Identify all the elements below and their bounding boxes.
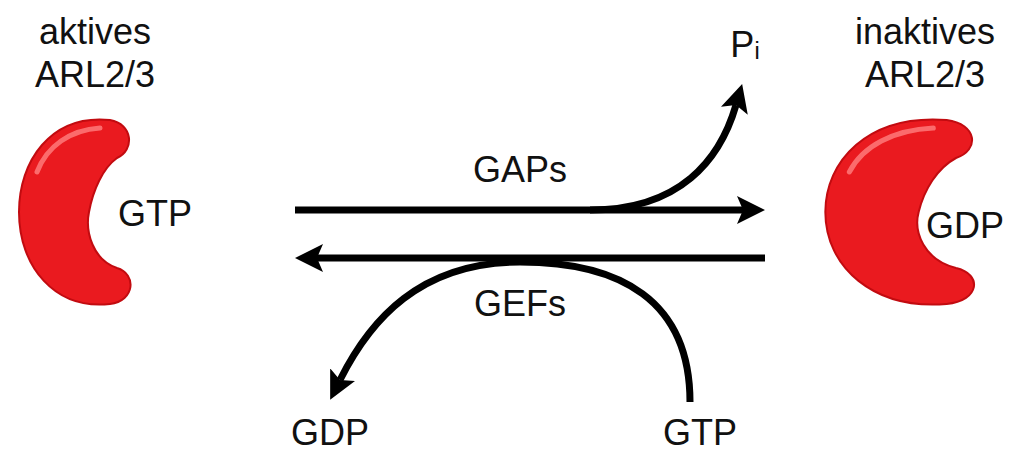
molecule-label: GDP	[289, 411, 371, 454]
protein-node: inaktives ARL2/3GDP	[765, 0, 1014, 320]
phosphate-release-arrow	[590, 105, 736, 210]
reaction-arrow	[317, 255, 765, 262]
nucleotide-label: GTP	[118, 192, 192, 235]
molecule-label: GTP	[661, 411, 739, 454]
protein-shape	[15, 112, 135, 312]
nucleotide-exchange-arrow	[340, 262, 690, 402]
enzyme-label: GAPs	[471, 148, 569, 191]
protein-node: aktives ARL2/3GTP	[0, 0, 295, 320]
protein-name: inaktives ARL2/3	[835, 10, 1014, 96]
enzyme-label: GEFs	[472, 282, 568, 325]
nucleotide-label: GDP	[926, 204, 1004, 247]
molecule-label: Pᵢ	[728, 23, 762, 66]
reaction-arrow	[295, 207, 743, 214]
protein-name: aktives ARL2/3	[5, 10, 185, 96]
